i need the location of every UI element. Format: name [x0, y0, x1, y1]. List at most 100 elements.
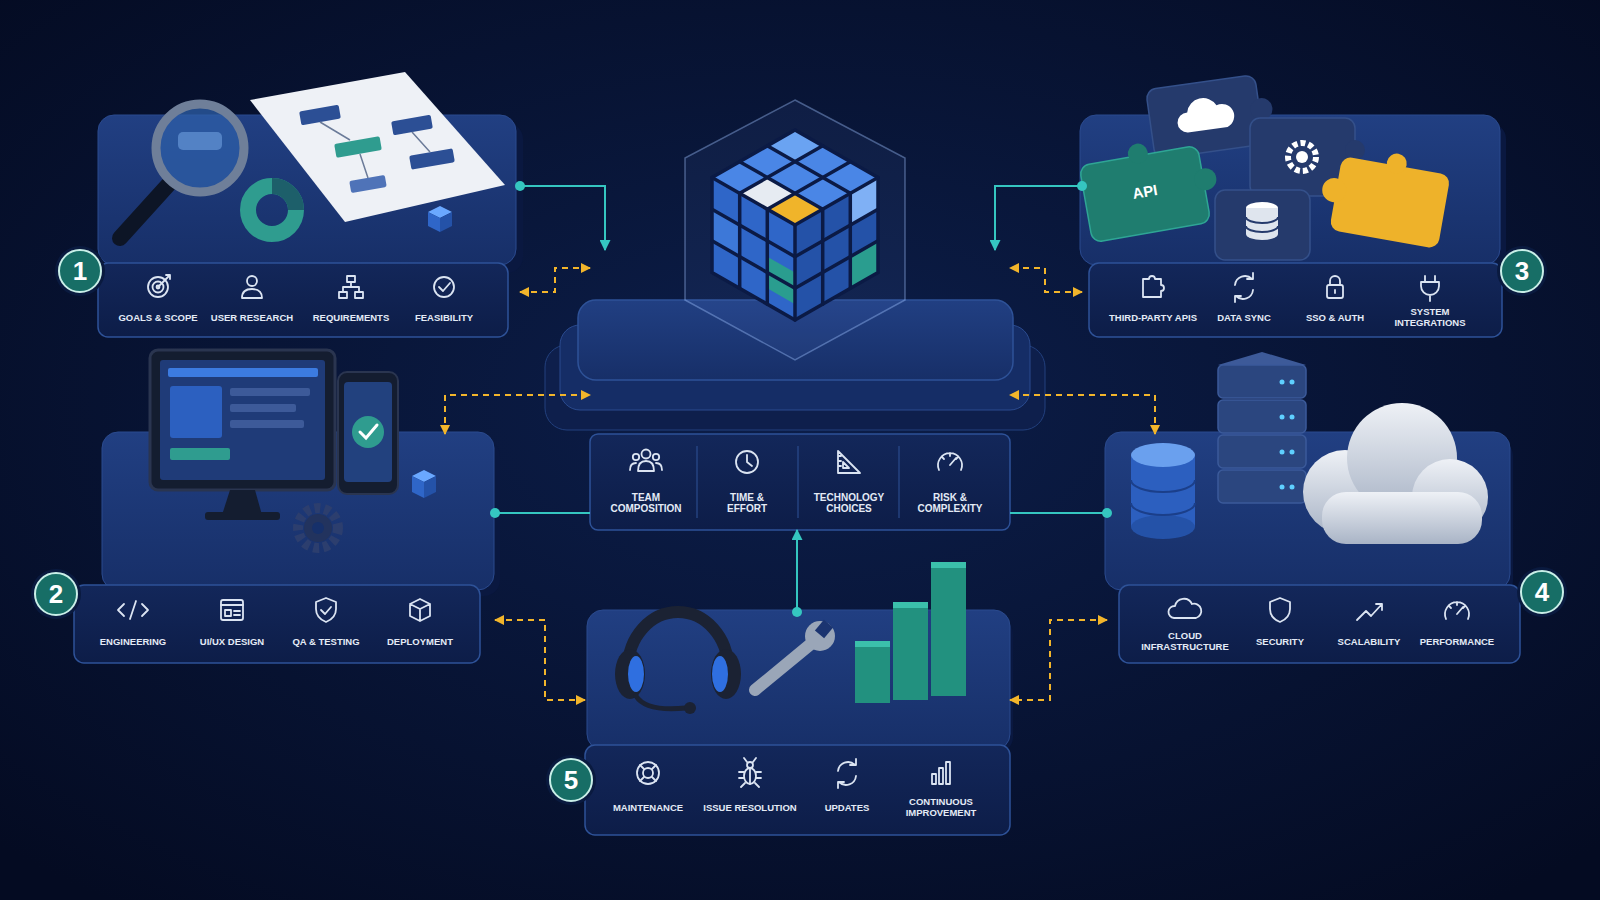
infrastructure-illustration [1218, 400, 1306, 433]
infrastructure-illustration [1303, 403, 1488, 544]
infrastructure-illustration [1280, 450, 1285, 455]
integration-illustration [1126, 142, 1149, 165]
item-label: ENGINEERING [88, 637, 178, 648]
phase-panel: ENGINEERINGUI/UX DESIGNQA & TESTINGDEPLO… [74, 434, 495, 663]
connector-dot [490, 508, 500, 518]
infrastructure-illustration [1131, 480, 1195, 515]
connector-dot [515, 181, 525, 191]
line-icon [1421, 276, 1439, 301]
build-illustration [352, 416, 384, 448]
integration-illustration [1175, 94, 1236, 134]
integration-illustration [1288, 143, 1316, 171]
planning-illustration [250, 72, 505, 222]
feedback-connector [445, 395, 590, 434]
phase-panel: MAINTENANCEISSUE RESOLUTIONUPDATESCONTIN… [585, 612, 1010, 835]
item-label: QA & TESTING [281, 637, 371, 648]
item-label: SCALABILITY [1322, 637, 1416, 648]
build-illustration [230, 404, 296, 412]
line-icon [343, 282, 359, 292]
label-strip [585, 745, 1010, 835]
flow-connector [995, 186, 1082, 250]
planning-illustration [178, 132, 222, 150]
item-label: USER RESEARCH [207, 313, 297, 324]
line-icon [838, 759, 856, 788]
line-icon [1143, 276, 1164, 297]
block-cube [821, 209, 825, 304]
infrastructure-illustration [1280, 485, 1285, 490]
infrastructure-illustration [1290, 380, 1295, 385]
connector-dot [1102, 508, 1112, 518]
integration-illustration [1320, 176, 1348, 204]
line-icon [316, 598, 336, 622]
step-number: 2 [34, 572, 78, 616]
line-icon [633, 454, 639, 460]
label-strip [74, 585, 480, 663]
build-illustration [150, 350, 436, 548]
support-illustration [855, 645, 890, 703]
item-label: TEAM COMPOSITION [608, 492, 684, 515]
item-label: TIME & EFFORT [709, 492, 785, 515]
integration-illustration [1385, 152, 1408, 175]
hub-platform [697, 446, 698, 518]
line-icon [118, 601, 148, 619]
hub-platform [899, 446, 900, 518]
planning-illustration [440, 212, 452, 232]
line-icon [938, 453, 962, 470]
support-illustration [684, 702, 696, 714]
build-illustration [412, 476, 424, 498]
phase-panel: CLOUD INFRASTRUCTURESECURITYSCALABILITYP… [1107, 434, 1520, 663]
item-label: MAINTENANCE [600, 803, 696, 814]
flow-connector [520, 186, 605, 250]
step-number: 1 [58, 249, 102, 293]
support-illustration [712, 656, 728, 692]
line-icon [1445, 602, 1469, 619]
support-illustration [855, 641, 890, 647]
integration-illustration [1077, 131, 1224, 243]
line-icon [410, 599, 430, 621]
item-label: CLOUD INFRASTRUCTURE [1138, 631, 1232, 653]
support-illustration [615, 562, 966, 714]
planning-illustration [409, 148, 455, 169]
block-cube [793, 225, 797, 320]
item-label: ISSUE RESOLUTION [702, 803, 798, 814]
support-illustration [931, 566, 966, 696]
integration-illustration [1296, 151, 1308, 163]
infrastructure-illustration [1218, 470, 1306, 503]
build-illustration [304, 514, 332, 542]
build-illustration [230, 420, 304, 428]
item-label: DATA SYNC [1199, 313, 1289, 324]
integration-illustration [1077, 73, 1453, 260]
item-label: PERFORMANCE [1410, 637, 1504, 648]
integration-illustration [1215, 190, 1310, 260]
step-number-text: 3 [1515, 258, 1529, 284]
line-icon [1357, 604, 1382, 620]
infrastructure-illustration [1131, 352, 1488, 544]
support-illustration [893, 602, 928, 608]
build-illustration [312, 522, 324, 534]
build-illustration [298, 508, 338, 548]
infrastructure-illustration [1280, 380, 1285, 385]
integration-illustration [1345, 140, 1365, 160]
item-label: CONTINUOUS IMPROVEMENT [893, 797, 989, 819]
hub-platform [798, 446, 799, 518]
line-icon [321, 607, 331, 614]
build-illustration [360, 425, 377, 438]
api-label: API [1114, 179, 1176, 206]
support-illustration [755, 643, 812, 690]
item-label: REQUIREMENTS [306, 313, 396, 324]
step-number-text: 2 [49, 581, 63, 607]
step-number-text: 4 [1535, 579, 1549, 605]
line-icon [221, 600, 243, 620]
item-label: UI/UX DESIGN [187, 637, 277, 648]
flow-connector [796, 530, 798, 612]
hub-panel: TEAM COMPOSITIONTIME & EFFORTTECHNOLOGY … [590, 250, 1010, 530]
infrastructure-illustration [1290, 450, 1295, 455]
planning-illustration [120, 72, 505, 238]
build-illustration [205, 512, 280, 520]
build-illustration [230, 388, 310, 396]
item-label: SECURITY [1233, 637, 1327, 648]
support-illustration [628, 612, 728, 668]
build-illustration [338, 372, 398, 494]
step-number-text: 5 [564, 767, 578, 793]
